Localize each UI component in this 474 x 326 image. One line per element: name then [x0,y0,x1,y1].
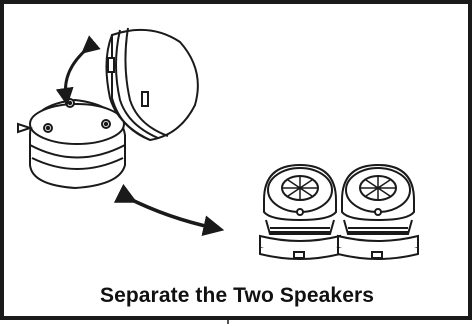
speaker-expanded-icon [337,163,419,260]
speaker-expanded-icon [259,163,341,260]
diagram-caption: Separate the Two Speakers [99,284,375,307]
double-headed-arrow-icon [113,183,225,237]
speaker-pair-closed-icon [17,27,199,190]
curved-double-headed-arrow-icon [55,35,101,106]
